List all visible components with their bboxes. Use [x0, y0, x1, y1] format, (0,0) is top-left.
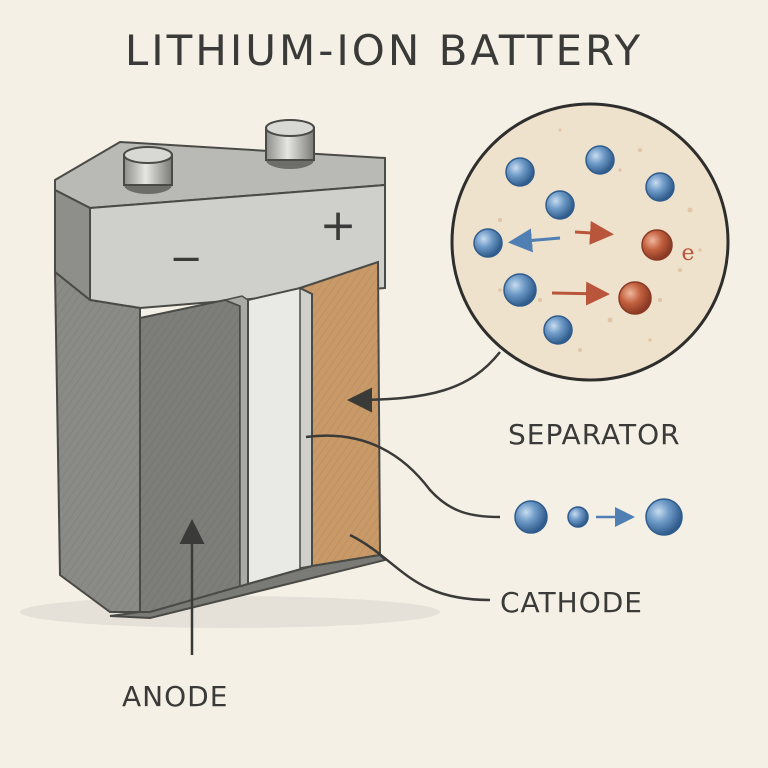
lithium-ion — [585, 145, 615, 175]
electron-symbol: e — [681, 241, 694, 266]
diagram-title: LITHIUM-ION BATTERY — [124, 26, 644, 75]
electron-arrow-right — [551, 281, 610, 306]
magnified-view-icon: e — [450, 102, 730, 382]
leader-line-cathode — [349, 533, 491, 602]
lithium-ion — [505, 157, 535, 187]
lithium-ion — [503, 273, 537, 307]
cathode-layer-hatch — [300, 262, 380, 566]
lithium-ion — [545, 190, 575, 220]
battery-casing-left-hatch — [55, 272, 140, 612]
leader-line-separator — [305, 434, 501, 519]
lithium-ion — [645, 172, 675, 202]
lithium-ion — [543, 315, 573, 345]
electron-arrow-right — [574, 220, 614, 245]
lithium-ion — [473, 228, 503, 258]
battery-icon: − + — [53, 119, 387, 620]
separator-layer-edge — [299, 286, 313, 569]
separator-label: SEPARATOR — [508, 418, 681, 451]
ion-flow-icon — [514, 498, 683, 536]
leader-line-magnified — [347, 351, 501, 413]
lithium-ion-small — [567, 506, 589, 528]
lithium-ion — [645, 498, 683, 536]
negative-terminal-post — [123, 146, 173, 194]
anode-label: ANODE — [122, 680, 229, 713]
electron — [641, 229, 673, 261]
lithium-ion — [514, 500, 548, 534]
positive-terminal-post — [265, 119, 315, 169]
anode-layer-hatch — [140, 300, 240, 612]
cathode-label: CATHODE — [500, 586, 643, 619]
negative-terminal-sign: − — [169, 236, 203, 282]
positive-terminal-sign: + — [320, 200, 357, 251]
ion-arrow-left — [508, 228, 561, 253]
battery-shadow — [20, 596, 440, 628]
electron — [618, 281, 652, 315]
